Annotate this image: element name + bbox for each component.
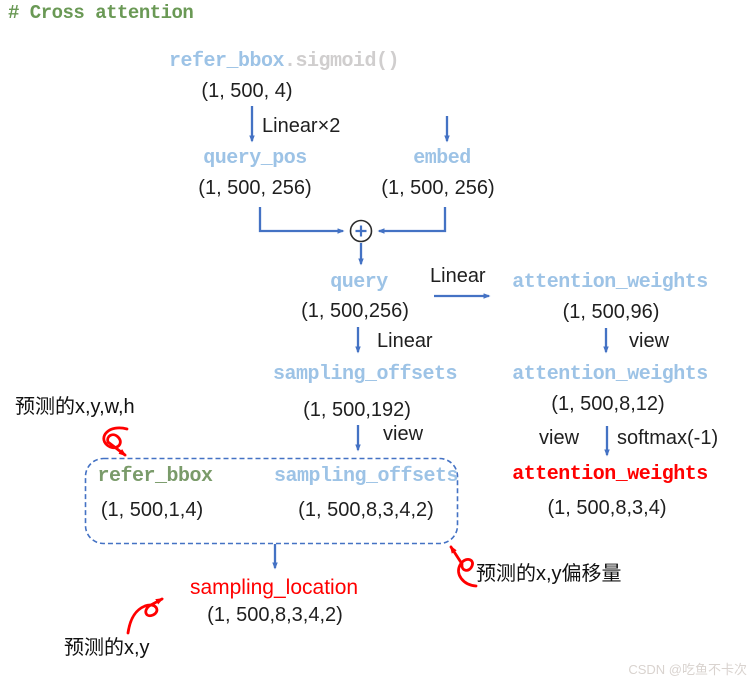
op-linear-to-offsets: Linear bbox=[377, 330, 433, 352]
node-sampling-offsets-1: sampling_offsets bbox=[272, 363, 458, 386]
shape-attention-weights-final: (1, 500,8,3,4) bbox=[547, 497, 667, 519]
shape-sampling-offsets-boxed: (1, 500,8,3,4,2) bbox=[298, 499, 434, 521]
watermark: CSDN @吃鱼不卡次 bbox=[628, 662, 747, 677]
shape-attention-weights-2: (1, 500,8,12) bbox=[551, 393, 665, 415]
shape-attention-weights-1: (1, 500,96) bbox=[562, 301, 660, 323]
node-sampling-offsets-boxed: sampling_offsets bbox=[273, 465, 459, 488]
shape-sampling-offsets-1: (1, 500,192) bbox=[303, 399, 411, 421]
curly-arrow-offsets bbox=[449, 545, 478, 588]
shape-refer-bbox-sigmoid: (1, 500, 4) bbox=[201, 80, 293, 102]
shape-embed: (1, 500, 256) bbox=[381, 177, 495, 199]
node-attention-weights-final: attention_weights bbox=[512, 463, 708, 486]
curly-arrow-location bbox=[126, 597, 164, 635]
op-linear-x2: Linear×2 bbox=[262, 115, 341, 137]
node-embed: embed bbox=[413, 147, 471, 170]
shape-query: (1, 500,256) bbox=[301, 300, 409, 322]
op-view-offsets: view bbox=[383, 423, 424, 445]
annotation-pred-xywh: 预测的x,y,w,h bbox=[15, 396, 135, 418]
node-query: query bbox=[330, 271, 388, 294]
node-attention-weights-1: attention_weights bbox=[512, 271, 708, 294]
annotation-pred-xy-offset: 预测的x,y偏移量 bbox=[476, 563, 622, 585]
arrow-embed-to-plus bbox=[377, 207, 447, 234]
refer-bbox-code: refer_bbox bbox=[168, 50, 285, 73]
annotation-pred-xy: 预测的x,y bbox=[64, 637, 150, 659]
hand-drawn-annotations bbox=[102, 426, 478, 635]
comment-title: # Cross attention bbox=[8, 2, 194, 24]
node-attention-weights-2: attention_weights bbox=[512, 363, 708, 386]
node-refer-bbox-sigmoid: refer_bbox.sigmoid() bbox=[169, 50, 514, 73]
node-query-pos: query_pos bbox=[203, 147, 307, 170]
curly-arrow-refer-bbox bbox=[102, 426, 129, 457]
shape-query-pos: (1, 500, 256) bbox=[198, 177, 312, 199]
op-softmax: softmax(-1) bbox=[617, 427, 719, 449]
op-view-before-softmax: view bbox=[539, 427, 580, 449]
op-linear-to-attention: Linear bbox=[430, 265, 486, 287]
shape-sampling-location: (1, 500,8,3,4,2) bbox=[207, 604, 343, 626]
node-refer-bbox-boxed: refer_bbox bbox=[97, 465, 213, 488]
plus-circle-icon bbox=[349, 219, 373, 243]
op-view-attention: view bbox=[629, 330, 670, 352]
arrow-querypos-to-plus bbox=[258, 207, 345, 234]
sigmoid-method: .sigmoid() bbox=[284, 50, 400, 73]
node-sampling-location: sampling_location bbox=[189, 576, 359, 599]
shape-refer-bbox-boxed: (1, 500,1,4) bbox=[100, 499, 204, 521]
